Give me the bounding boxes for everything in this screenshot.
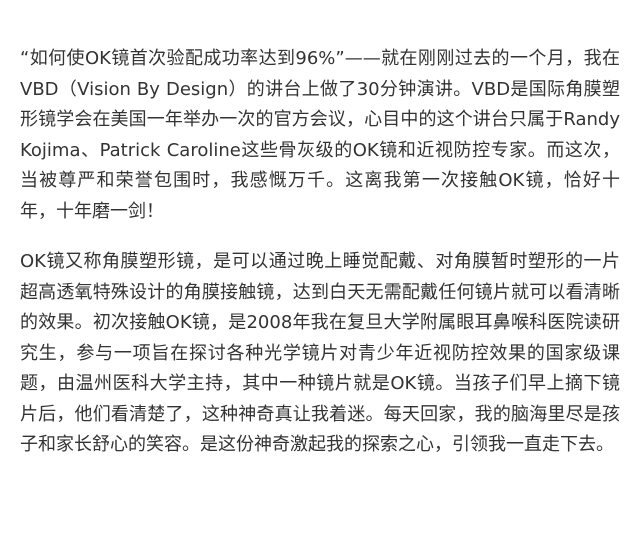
- article-paragraph-2: OK镜又称角膜塑形镜，是可以通过晚上睡觉配戴、对角膜暂时塑形的一片超高透氧特殊设…: [20, 251, 620, 455]
- article-paragraph-1: “如何使OK镜首次验配成功率达到96%”——就在刚刚过去的一个月，我在VBD（V…: [20, 48, 620, 222]
